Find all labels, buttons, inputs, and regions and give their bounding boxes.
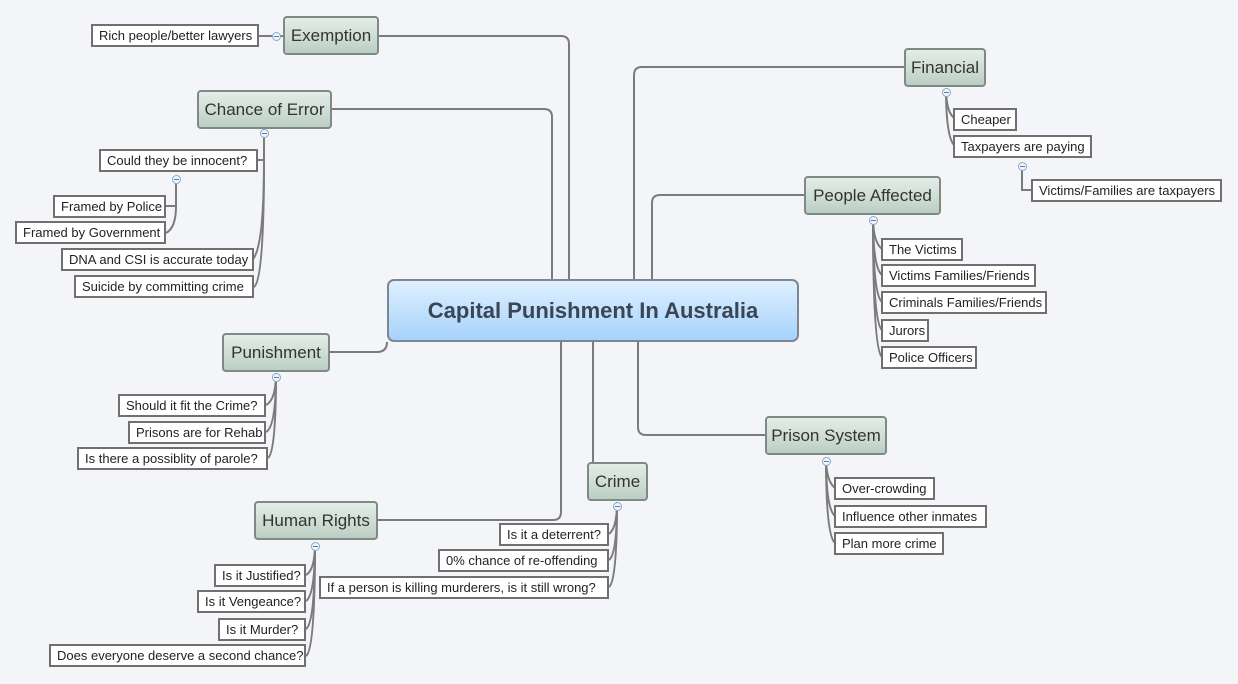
subtopic-victims-families[interactable]: Victims Families/Friends <box>881 264 1036 287</box>
collapse-toggle-icon[interactable] <box>822 457 831 466</box>
subtopic-parole[interactable]: Is there a possiblity of parole? <box>77 447 268 470</box>
subtopic-jurors[interactable]: Jurors <box>881 319 929 342</box>
subtopic-deterrent[interactable]: Is it a deterrent? <box>499 523 609 546</box>
subtopic-over-crowding[interactable]: Over-crowding <box>834 477 935 500</box>
collapse-toggle-icon[interactable] <box>272 32 281 41</box>
collapse-toggle-icon[interactable] <box>613 502 622 511</box>
topic-people-affected[interactable]: People Affected <box>804 176 941 215</box>
topic-prison-system[interactable]: Prison System <box>765 416 887 455</box>
collapse-toggle-icon[interactable] <box>942 88 951 97</box>
collapse-toggle-icon[interactable] <box>1018 162 1027 171</box>
topic-chance-of-error[interactable]: Chance of Error <box>197 90 332 129</box>
collapse-toggle-icon[interactable] <box>272 373 281 382</box>
topic-human-rights[interactable]: Human Rights <box>254 501 378 540</box>
subtopic-cheaper[interactable]: Cheaper <box>953 108 1017 131</box>
topic-punishment[interactable]: Punishment <box>222 333 330 372</box>
subtopic-killing-murderers[interactable]: If a person is killing murderers, is it … <box>319 576 609 599</box>
subtopic-could-they-be-innocent[interactable]: Could they be innocent? <box>99 149 258 172</box>
collapse-toggle-icon[interactable] <box>869 216 878 225</box>
subtopic-influence-inmates[interactable]: Influence other inmates <box>834 505 987 528</box>
subtopic-is-it-vengeance[interactable]: Is it Vengeance? <box>197 590 306 613</box>
topic-financial[interactable]: Financial <box>904 48 986 87</box>
collapse-toggle-icon[interactable] <box>311 542 320 551</box>
subtopic-re-offending[interactable]: 0% chance of re-offending <box>438 549 609 572</box>
subtopic-framed-by-police[interactable]: Framed by Police <box>53 195 166 218</box>
subtopic-framed-by-government[interactable]: Framed by Government <box>15 221 166 244</box>
subtopic-is-it-murder[interactable]: Is it Murder? <box>218 618 306 641</box>
subtopic-the-victims[interactable]: The Victims <box>881 238 963 261</box>
subtopic-second-chance[interactable]: Does everyone deserve a second chance? <box>49 644 306 667</box>
subtopic-fit-the-crime[interactable]: Should it fit the Crime? <box>118 394 266 417</box>
collapse-toggle-icon[interactable] <box>172 175 181 184</box>
subtopic-prisons-rehab[interactable]: Prisons are for Rehab <box>128 421 266 444</box>
subtopic-suicide[interactable]: Suicide by committing crime <box>74 275 254 298</box>
subtopic-victims-taxpayers[interactable]: Victims/Families are taxpayers <box>1031 179 1222 202</box>
subtopic-dna-csi[interactable]: DNA and CSI is accurate today <box>61 248 254 271</box>
subtopic-rich-people[interactable]: Rich people/better lawyers <box>91 24 259 47</box>
topic-crime[interactable]: Crime <box>587 462 648 501</box>
subtopic-police-officers[interactable]: Police Officers <box>881 346 977 369</box>
subtopic-criminals-families[interactable]: Criminals Families/Friends <box>881 291 1047 314</box>
subtopic-is-it-justified[interactable]: Is it Justified? <box>214 564 306 587</box>
collapse-toggle-icon[interactable] <box>260 129 269 138</box>
subtopic-plan-more-crime[interactable]: Plan more crime <box>834 532 944 555</box>
central-topic[interactable]: Capital Punishment In Australia <box>387 279 799 342</box>
subtopic-taxpayers-paying[interactable]: Taxpayers are paying <box>953 135 1092 158</box>
topic-exemption[interactable]: Exemption <box>283 16 379 55</box>
